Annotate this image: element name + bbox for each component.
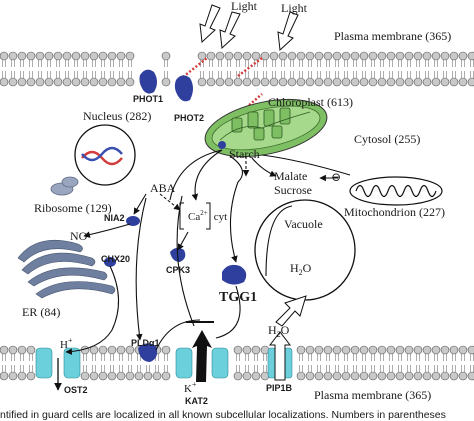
ribosome xyxy=(50,176,79,196)
cpk3-label: CPK3 xyxy=(166,265,190,275)
pip1b-channel xyxy=(267,347,293,379)
light-arrow-1 xyxy=(199,4,221,44)
light-arrow-2 xyxy=(219,11,241,50)
phot2-protein xyxy=(174,75,193,102)
ost2-label: OST2 xyxy=(64,385,88,395)
plasma-membrane-bottom xyxy=(0,345,474,381)
plasma-membrane-top-label: Plasma membrane (365) xyxy=(334,29,451,43)
light-arrows xyxy=(199,4,299,52)
pld-alpha1-protein xyxy=(138,343,158,362)
kat2-label: KAT2 xyxy=(185,396,208,406)
chloroplast-label: Chloroplast (613) xyxy=(268,95,353,109)
no-label: NO xyxy=(70,229,88,243)
cytosol-label: Cytosol (255) xyxy=(354,132,420,146)
vacuole xyxy=(254,199,356,301)
endoplasmic-reticulum xyxy=(17,239,116,299)
vacuole-label: Vacuole xyxy=(284,217,323,231)
pip1b-label: PIP1B xyxy=(266,383,293,393)
calcium-bracket xyxy=(179,202,211,230)
phot1-protein xyxy=(139,69,157,94)
plasma-membrane-bottom-label: Plasma membrane (365) xyxy=(314,388,431,402)
pld-alpha1-label: PLDα1 xyxy=(131,338,160,348)
starch-label: Starch xyxy=(229,147,260,161)
potassium-label: K+ xyxy=(184,380,197,395)
nia2-protein xyxy=(126,216,140,226)
h2o-top-label: H2O xyxy=(268,323,290,339)
light-label-2: Light xyxy=(281,1,308,15)
chloroplast xyxy=(204,98,328,158)
plasma-membrane-top xyxy=(0,51,474,87)
sucrose-label: Sucrose xyxy=(274,183,312,197)
mitochondrion xyxy=(349,176,443,206)
nucleus xyxy=(74,124,136,186)
malate-label: Malate xyxy=(274,169,307,183)
kat2-potassium-arrow xyxy=(192,330,212,382)
mitochondrion-label: Mitochondrion (227) xyxy=(344,205,445,219)
starch-protein xyxy=(218,141,226,149)
aba-label: ABA xyxy=(150,181,176,195)
pip1b-water-arrow xyxy=(268,331,292,381)
h2o-vacuole-label: H2O xyxy=(290,261,312,277)
ost2-channel xyxy=(35,347,81,379)
tgg1-label: TGG1 xyxy=(219,290,257,305)
inhibition-sign: ⊖ xyxy=(331,170,341,184)
proton-label: H+ xyxy=(60,336,73,351)
tgg1-protein xyxy=(222,264,247,285)
nucleus-label: Nucleus (282) xyxy=(83,109,151,123)
phot1-label: PHOT1 xyxy=(133,94,163,104)
signaling-arrows xyxy=(65,149,351,355)
figure-caption: ntified in guard cells are localized in … xyxy=(0,409,446,421)
nia2-label: NIA2 xyxy=(104,213,125,223)
er-label: ER (84) xyxy=(22,305,60,319)
water-inflow-arrow xyxy=(275,295,307,327)
phot2-label: PHOT2 xyxy=(174,113,204,123)
calcium-label: Ca2+cyt xyxy=(188,209,227,223)
ribosome-label: Ribosome (129) xyxy=(34,201,112,215)
chx20-protein xyxy=(104,257,116,267)
light-label-1: Light xyxy=(231,0,258,13)
light-arrow-3 xyxy=(277,11,299,52)
chx20-label: CHX20 xyxy=(101,254,130,264)
kat2-channel xyxy=(175,347,229,379)
